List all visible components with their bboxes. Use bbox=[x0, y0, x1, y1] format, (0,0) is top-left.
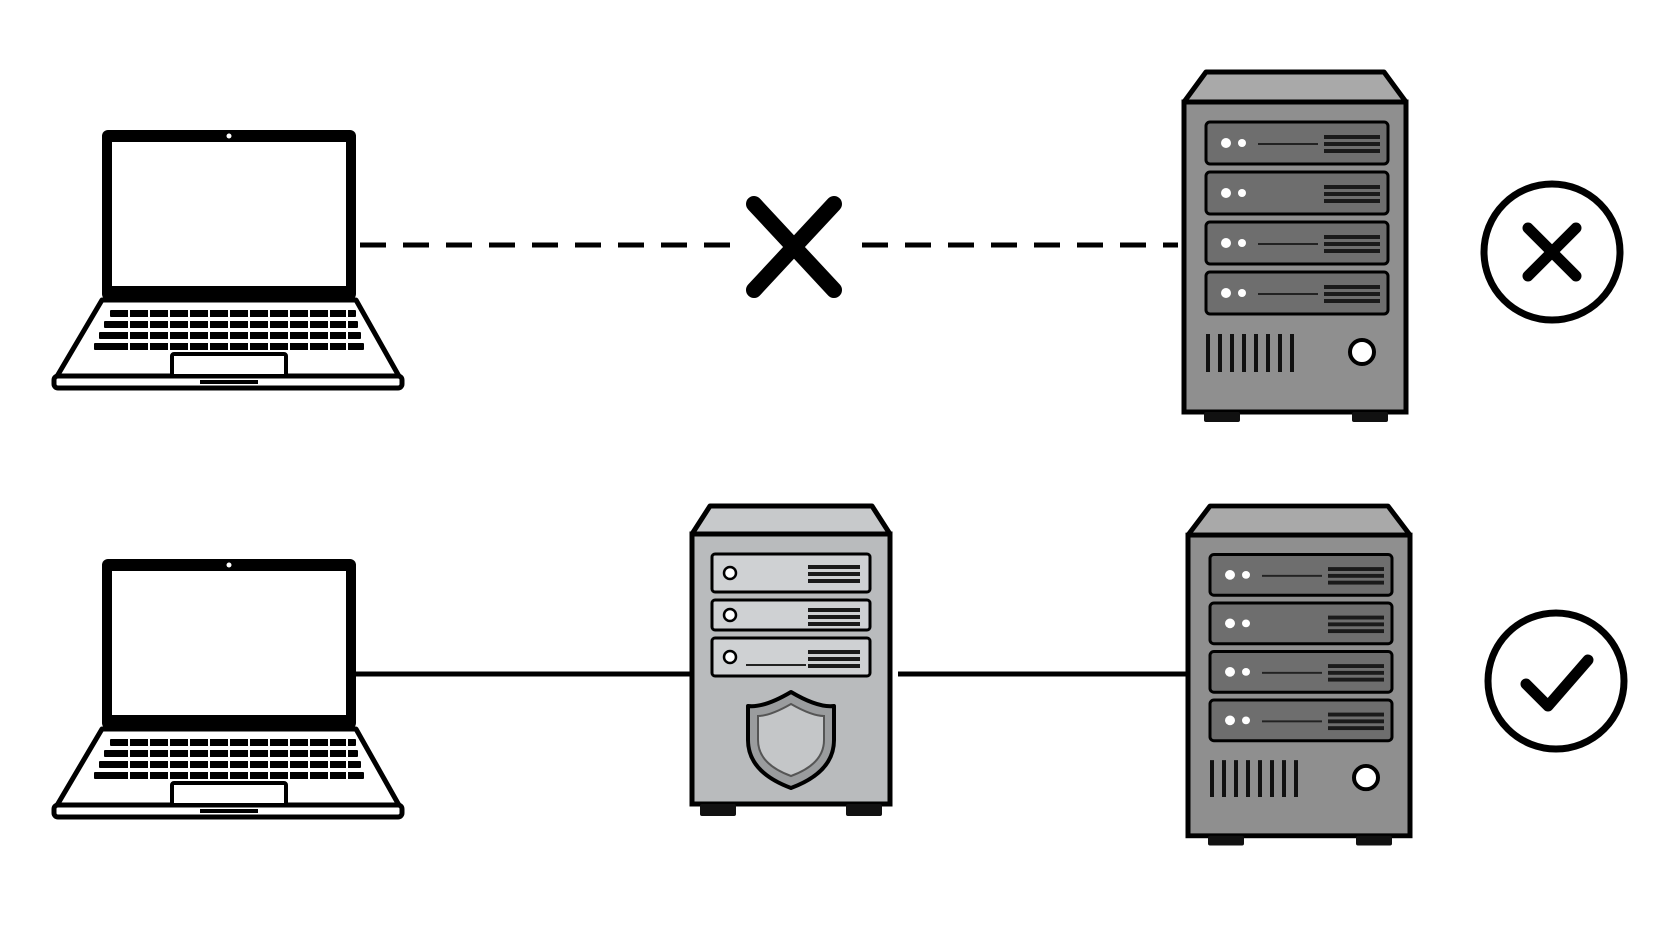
row-allowed bbox=[54, 506, 1628, 846]
x-icon bbox=[746, 196, 842, 298]
server-icon bbox=[1184, 72, 1406, 422]
server-icon bbox=[1188, 506, 1410, 846]
laptop-icon bbox=[54, 559, 402, 817]
laptop-icon bbox=[54, 130, 402, 388]
x-circle-icon bbox=[1480, 180, 1624, 324]
shield-server-icon bbox=[692, 506, 890, 816]
check-circle-icon bbox=[1484, 609, 1628, 753]
row-blocked bbox=[54, 72, 1624, 422]
